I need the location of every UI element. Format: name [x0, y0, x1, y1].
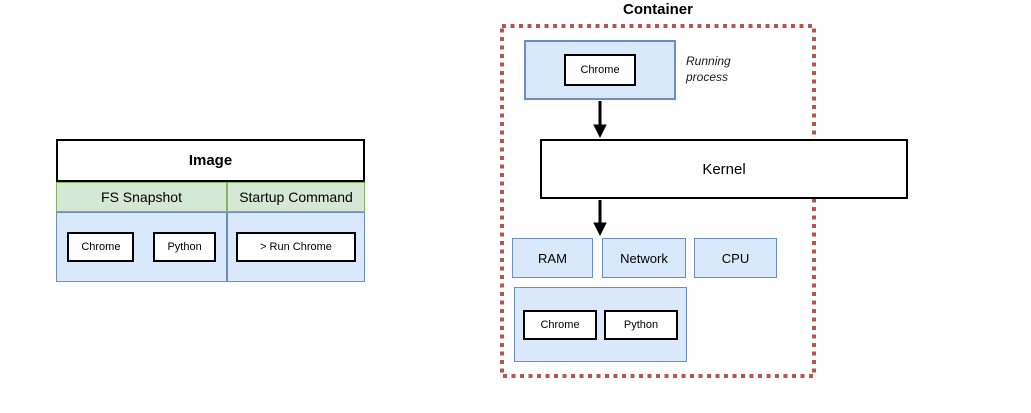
kernel-box: Kernel [540, 139, 908, 199]
image-fs-python-box: Python [153, 232, 216, 262]
running-process-box: Chrome [524, 40, 676, 100]
container-title: Container [622, 1, 693, 18]
container-fs-python-box: Python [604, 309, 678, 340]
network-box: Network [602, 238, 686, 278]
ram-box: RAM [512, 238, 593, 278]
container-filesystem-box: Chrome Python [514, 287, 687, 362]
running-process-annotation: Running process [686, 54, 731, 85]
image-table: Image FS Snapshot Startup Command Chrome… [56, 139, 365, 282]
fs-snapshot-header: FS Snapshot [56, 182, 227, 212]
startup-command-cell: > Run Chrome [227, 212, 365, 282]
run-chrome-command-box: > Run Chrome [236, 232, 356, 262]
fs-snapshot-cell: Chrome Python [56, 212, 227, 282]
image-fs-chrome-box: Chrome [67, 232, 135, 262]
cpu-box: CPU [694, 238, 777, 278]
container-fs-chrome-box: Chrome [523, 309, 597, 340]
startup-command-header: Startup Command [227, 182, 365, 212]
running-process-chrome-box: Chrome [564, 54, 636, 86]
image-table-title: Image [56, 139, 365, 182]
